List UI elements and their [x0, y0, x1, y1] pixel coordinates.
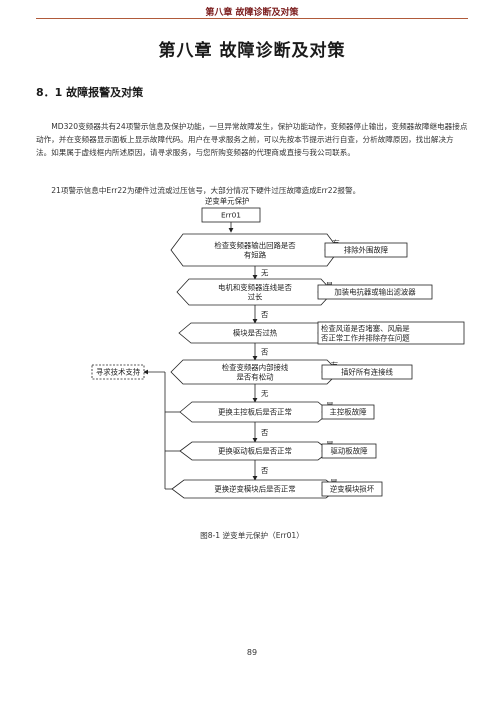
action-text: 驱动板故障: [331, 447, 369, 456]
branch-label: 否: [261, 466, 269, 475]
decision-text: 更换逆变模块后是否正常: [214, 485, 295, 494]
action-text: 检查风道是否堵塞、风扇是否正常工作并排除存在问题: [321, 324, 410, 343]
header-rule: [36, 18, 468, 19]
flowchart-title-label: 逆变单元保护: [205, 197, 249, 206]
action-text: 逆变模块损坏: [330, 485, 375, 494]
intro-paragraph: MD320变频器共有24项警示信息及保护功能，一旦异常故障发生，保护功能动作，变…: [36, 122, 468, 157]
branch-label: 否: [261, 428, 269, 437]
action-box: [321, 404, 375, 420]
decision-text: 更换主控板后是否正常: [218, 408, 292, 417]
action-text: 主控板故障: [330, 408, 368, 417]
branch-label: 否: [261, 310, 269, 319]
action-box: [317, 321, 465, 345]
page-number: 89: [246, 648, 258, 657]
branch-label: 无: [261, 269, 269, 278]
chapter-title: 第八章 故障诊断及对策: [158, 41, 346, 61]
action-box: [321, 364, 413, 380]
support-text: 寻求技术支持: [96, 368, 141, 377]
decision-text: 电机和变频器连线是否过长: [218, 283, 293, 302]
decision-text: 更换驱动板后是否正常: [218, 447, 292, 456]
branch-label: 否: [261, 348, 269, 357]
action-box: [324, 242, 408, 258]
action-text: 加装电抗器或输出滤波器: [334, 288, 416, 297]
action-box: [321, 481, 383, 497]
support-box: [91, 364, 145, 380]
figure-caption: 图8-1 逆变单元保护（Err01）: [200, 531, 304, 540]
running-header: 第八章 故障诊断及对策: [205, 8, 299, 18]
action-text: 插好所有连接线: [341, 368, 393, 377]
branch-label: 无: [261, 389, 269, 398]
action-box: [317, 284, 433, 300]
note-paragraph: 21项警示信息中Err22为硬件过流或过压信号，大部分情况下硬件过压故障造成Er…: [51, 186, 361, 195]
action-text: 排除外围故障: [344, 246, 389, 255]
decision-text: 检查变频器输出回路是否有短路: [214, 241, 296, 260]
section-title: 8．1 故障报警及对策: [36, 86, 144, 99]
decision-text: 检查变频器内部接线是否有松动: [222, 363, 289, 382]
action-box: [321, 443, 377, 459]
decision-text: 模块是否过热: [233, 329, 278, 338]
error-code-text: Err01: [221, 211, 241, 220]
